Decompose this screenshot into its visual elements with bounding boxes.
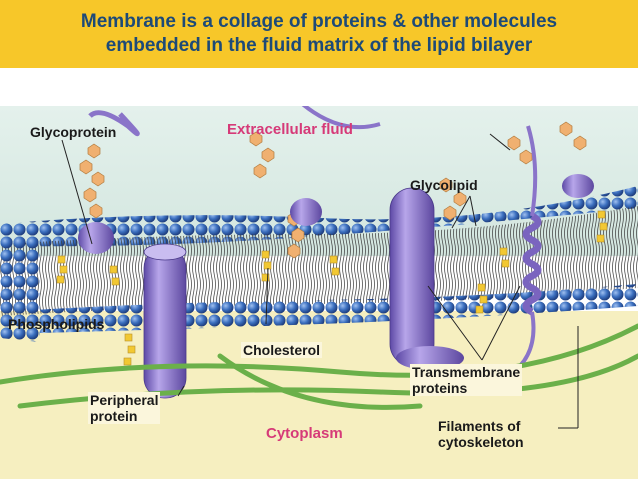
label-transmembrane-line1: Transmembrane bbox=[412, 364, 521, 380]
glycoprotein-strand bbox=[88, 110, 140, 137]
label-glycolipid: Glycolipid bbox=[410, 177, 478, 193]
leader-lines bbox=[61, 133, 579, 429]
title-line-1: Membrane is a collage of proteins & othe… bbox=[80, 11, 558, 32]
label-extracellular-fluid: Extracellular fluid bbox=[227, 121, 353, 138]
label-transmembrane: Transmembrane proteins bbox=[410, 364, 523, 396]
label-phospholipids: Phospholipids bbox=[8, 316, 105, 332]
transmembrane-protein-shape bbox=[389, 187, 435, 367]
title-line-2: embedded in the fluid matrix of the lipi… bbox=[105, 35, 533, 56]
bilayer-edge-heads bbox=[0, 228, 40, 342]
cholesterol-molecules bbox=[56, 210, 608, 366]
label-cholesterol: Cholesterol bbox=[241, 342, 323, 358]
helix-tail-bottom bbox=[518, 311, 536, 368]
label-transmembrane-line2: proteins bbox=[412, 380, 468, 396]
peripheral-protein-top bbox=[143, 243, 187, 261]
surface-protein-right bbox=[562, 174, 594, 198]
label-filaments: Filaments of cytoskeleton bbox=[438, 418, 524, 450]
label-filaments-line2: cytoskeleton bbox=[438, 434, 524, 450]
title-bar bbox=[0, 0, 638, 68]
surface-protein bbox=[290, 198, 322, 226]
membrane-diagram bbox=[0, 106, 638, 479]
label-peripheral-protein: Peripheral protein bbox=[88, 392, 161, 424]
label-peripheral-line2: protein bbox=[90, 408, 138, 424]
label-cytoplasm: Cytoplasm bbox=[266, 425, 343, 442]
helix-tail bbox=[526, 125, 538, 217]
glycoprotein-body bbox=[78, 222, 114, 254]
slide-title: Membrane is a collage of proteins & othe… bbox=[0, 10, 638, 58]
peripheral-protein-shape bbox=[143, 247, 187, 399]
label-peripheral-line1: Peripheral bbox=[90, 392, 159, 408]
label-glycoprotein: Glycoprotein bbox=[30, 124, 117, 140]
label-filaments-line1: Filaments of bbox=[438, 418, 521, 434]
transmembrane-helix bbox=[522, 212, 542, 316]
outer-leaflet-heads bbox=[0, 186, 638, 247]
extracellular-strand bbox=[301, 106, 381, 130]
